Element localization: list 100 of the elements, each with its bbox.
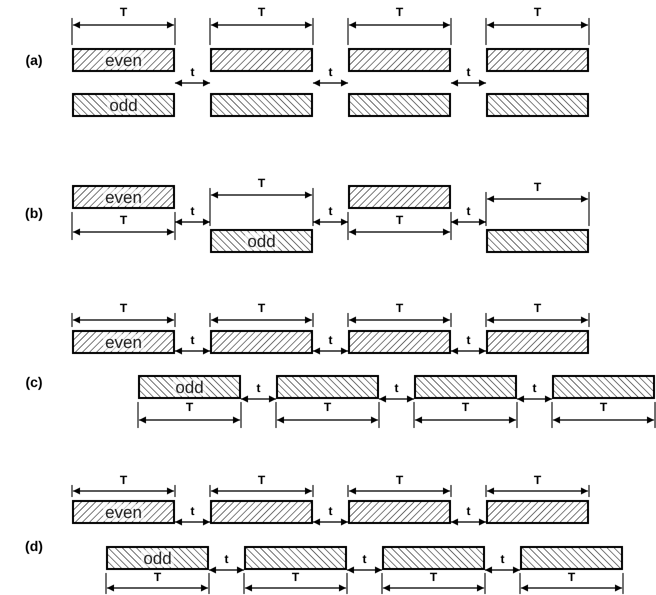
hatched-bar [244,546,347,570]
hatched-bar [210,330,313,354]
hatched-bar [210,93,313,117]
row-label: (d) [25,539,43,553]
dimension-label: T [568,571,576,583]
hatched-bar [348,500,451,524]
dimension-label: T [396,474,404,486]
double-arrow [209,566,244,574]
bar-label: odd [173,378,206,396]
row-label: (a) [25,53,43,67]
bar-label: even [103,188,144,206]
dimension-label: T [258,302,266,314]
dimension-label: T [120,302,128,314]
hatched-bar [486,500,589,524]
hatched-bar [72,500,175,524]
edge-label: t [190,66,194,78]
edge-label: t [328,505,332,517]
bar-label: odd [245,232,278,250]
hatched-bar [486,330,589,354]
dimension-label: T [534,181,542,193]
row-label: (b) [25,206,43,220]
edge-label: t [532,382,536,394]
edge-label: t [256,382,260,394]
edge-label: t [466,505,470,517]
dimension-label: T [258,474,266,486]
hatched-bar [138,375,241,399]
double-arrow [451,518,486,526]
hatched-bar [520,546,623,570]
edge-label: t [328,66,332,78]
edge-label: t [328,334,332,346]
hatched-bar [72,48,175,72]
dimension-label: T [258,177,266,189]
hatched-bar [106,546,209,570]
edge-label: t [190,334,194,346]
hatched-bar [72,330,175,354]
double-arrow [175,80,210,86]
hatched-bar [348,185,451,209]
double-arrow [451,80,486,86]
dimension-label: T [430,571,438,583]
hatched-bar [486,229,589,253]
hatched-bar [210,500,313,524]
hatched-bar [382,546,485,570]
dimension-label: T [396,302,404,314]
dimension-label: T [600,401,608,413]
edge-label: t [466,66,470,78]
double-arrow [241,396,276,402]
double-arrow [313,218,348,226]
hatched-bar [486,93,589,117]
dimension-label: T [120,474,128,486]
edge-label: t [190,205,194,217]
dimension-label: T [396,6,404,18]
edge-label: t [224,553,228,565]
edge-label: t [500,553,504,565]
double-arrow [485,566,520,574]
hatched-bar [552,375,655,399]
bar-label: even [103,334,144,350]
edge-label: t [466,334,470,346]
dimension-label: T [258,6,266,18]
double-arrow [175,348,210,354]
dimension-label: T [120,6,128,18]
double-arrow [313,80,348,86]
hatched-bar [348,330,451,354]
bar-label: odd [141,550,174,566]
dimension-label: T [462,401,470,413]
edge-label: t [394,382,398,394]
double-arrow [313,348,348,354]
hatched-bar [276,375,379,399]
hatched-bar [348,93,451,117]
double-arrow [451,348,486,354]
double-arrow [451,218,486,226]
double-arrow [379,396,414,402]
double-arrow [175,218,210,226]
double-arrow [347,566,382,574]
hatched-bar [348,48,451,72]
dimension-label: T [186,401,194,413]
hatched-bar [414,375,517,399]
dimension-label: T [396,214,404,226]
double-arrow [313,518,348,526]
dimension-label: T [154,571,162,583]
bar-label: even [103,52,144,68]
bar-label: even [103,504,144,520]
bar-label: odd [107,96,140,114]
dimension-label: T [534,474,542,486]
dimension-label: T [534,6,542,18]
double-arrow [175,518,210,526]
row-label: (c) [25,375,43,389]
hatched-bar [72,93,175,117]
hatched-bar [486,48,589,72]
double-arrow [517,396,552,402]
dimension-label: T [120,214,128,226]
edge-label: t [362,553,366,565]
edge-label: t [328,205,332,217]
hatched-bar [72,185,175,209]
edge-label: t [190,505,194,517]
hatched-bar [210,229,313,253]
dimension-label: T [292,571,300,583]
edge-label: t [466,205,470,217]
dimension-label: T [324,401,332,413]
hatched-bar [210,48,313,72]
dimension-label: T [534,302,542,314]
